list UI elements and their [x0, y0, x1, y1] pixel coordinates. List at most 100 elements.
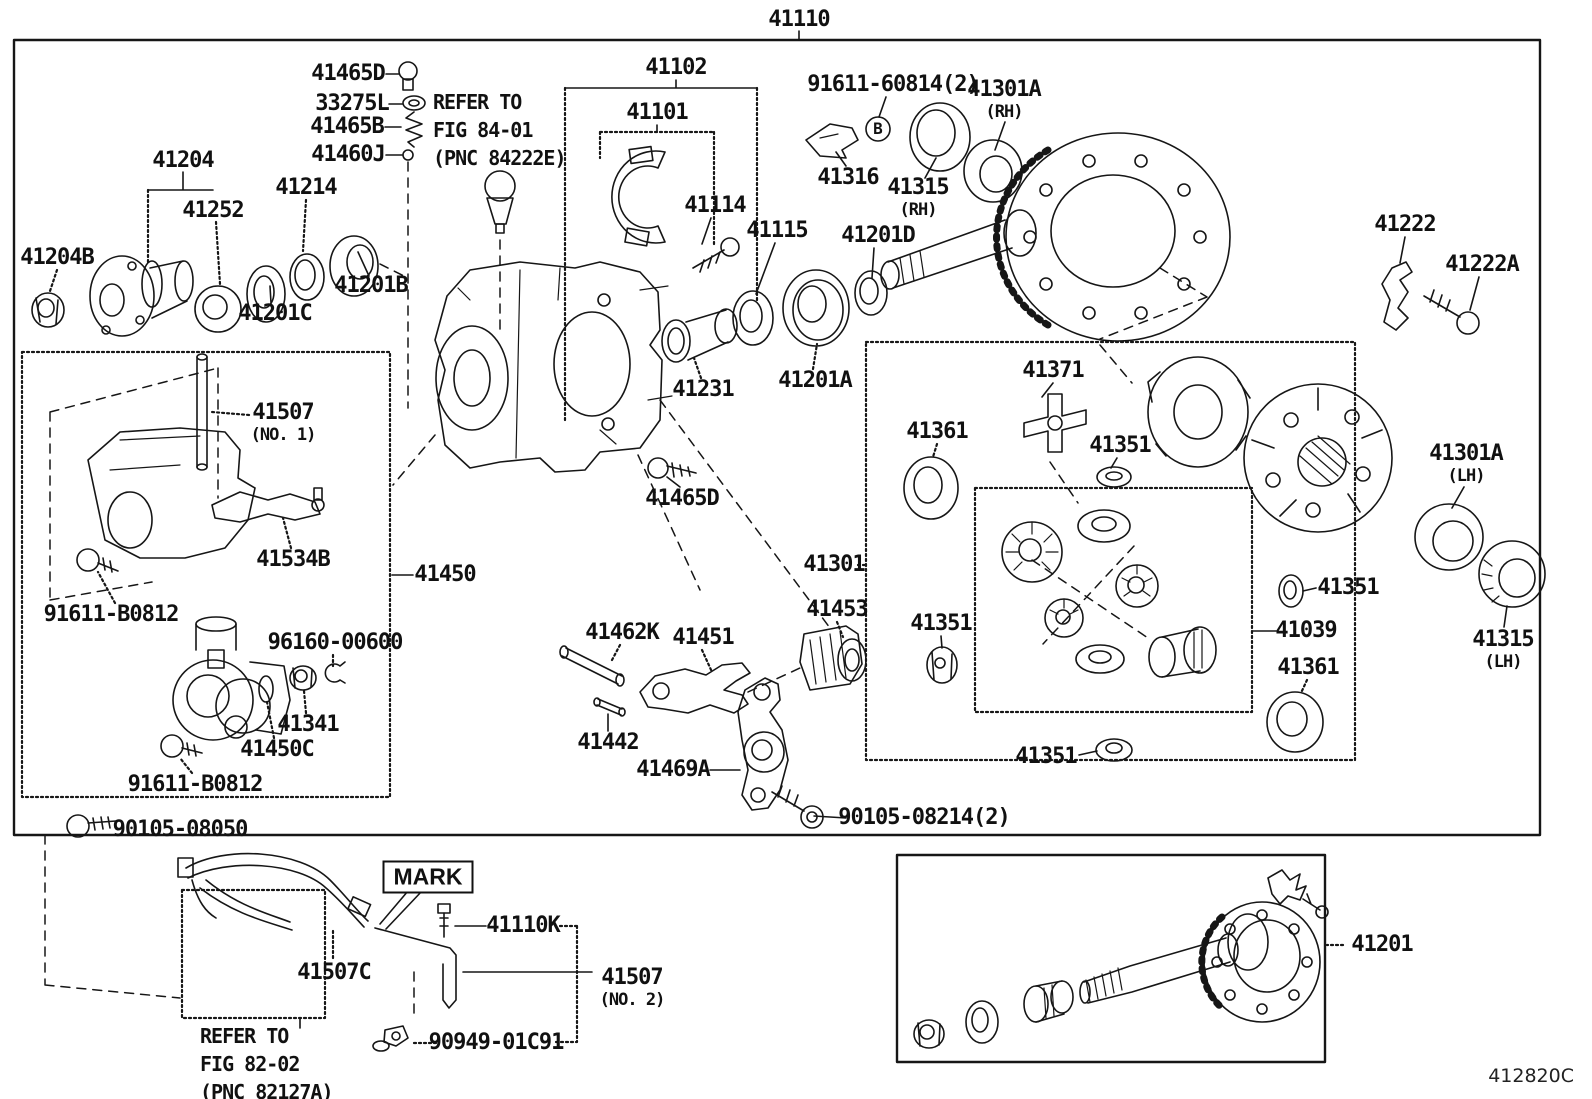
lock-nut-icon — [289, 665, 317, 691]
part-label-41039: 41039 — [1275, 618, 1337, 643]
side-bearing-lh-drawing — [1478, 540, 1546, 608]
actuator-cover-drawing — [87, 427, 256, 559]
thrust-washer-bottom-icon — [1095, 738, 1133, 762]
ball-icon — [402, 149, 414, 161]
part-label-41101: 41101 — [626, 100, 688, 125]
part-label-41507: 41507(NO. 1) — [250, 400, 317, 445]
construction-dashed-lines — [44, 161, 1208, 1017]
slinger-drawing — [289, 253, 325, 301]
actuator-bolt-upper-icon — [76, 548, 119, 573]
part-label-41315: 41315(LH) — [1472, 627, 1534, 672]
part-label-41301: 41301 — [803, 552, 865, 577]
washer-drawing — [854, 270, 888, 316]
wire-bracket-drawing — [1381, 261, 1413, 331]
part-label-41201a: 41201A — [778, 368, 852, 393]
sensor-84222e-drawing — [484, 170, 516, 234]
bracket-bolt-icon — [1423, 289, 1480, 335]
bolt-b-circle-icon — [865, 116, 891, 142]
lever-bolt-icon — [771, 785, 824, 829]
side-bearing-rh-drawing — [909, 102, 971, 172]
part-label-41453: 41453 — [806, 597, 868, 622]
housing-bolt-icon — [647, 457, 697, 479]
clutch-sleeve-drawing — [799, 625, 867, 691]
diff-case-sub-box — [864, 340, 1357, 762]
part-label-41371: 41371 — [1022, 358, 1084, 383]
pinion-kit-drawing — [913, 901, 1321, 1049]
part-label-41315: 41315(RH) — [887, 175, 949, 220]
oil-seal-drawing — [246, 265, 286, 323]
bushing-drawing — [661, 308, 738, 363]
drive-pinion-ring-gear-drawing — [880, 132, 1231, 342]
part-label-41222: 41222 — [1374, 212, 1436, 237]
part-label-41316: 41316 — [817, 165, 879, 190]
diff-lock-actuator-drawing — [172, 616, 291, 741]
part-label-b: B — [873, 119, 883, 138]
hose-box — [180, 888, 327, 1020]
part-label-41301a: 41301A(LH) — [1429, 441, 1503, 486]
rear-bearing-drawing — [782, 269, 850, 347]
part-label-41252: 41252 — [182, 198, 244, 223]
front-bearing-drawing — [194, 285, 242, 333]
part-label-41301a: 41301A(RH) — [967, 77, 1041, 122]
part-label-41115: 41115 — [746, 218, 808, 243]
part-label-41465d: 41465D — [311, 61, 385, 86]
shift-fork-drawing — [639, 662, 751, 714]
oil-seal-lh-drawing — [1414, 503, 1484, 571]
breather-tube-drawing — [374, 927, 457, 1009]
thrust-washer-right-icon — [1278, 574, 1304, 608]
part-label-41102: 41102 — [645, 55, 707, 80]
part-label-41460j: 41460J — [311, 142, 385, 167]
part-label-41351: 41351 — [1317, 575, 1379, 600]
part-label-41114: 41114 — [684, 193, 746, 218]
pinion-gear-set-drawing — [1001, 509, 1217, 678]
part-label-41214: 41214 — [275, 175, 337, 200]
spring-icon — [405, 111, 423, 148]
collar-drawing — [732, 290, 774, 346]
breather-plug-icon — [398, 61, 418, 91]
part-label-41451: 41451 — [672, 625, 734, 650]
bearing-cup-drawing — [329, 235, 379, 297]
companion-flange-drawing — [89, 255, 194, 337]
part-label-41462k: 41462K — [585, 620, 659, 645]
part-label-41351: 41351 — [1015, 744, 1077, 769]
thrust-washer-upper-icon — [1096, 466, 1132, 488]
pinion-kit-box — [895, 853, 1327, 1064]
reference-note: REFER TO FIG 82-02 (PNC 82127A) — [200, 1024, 333, 1099]
part-label-41201: 41201 — [1351, 932, 1413, 957]
part-label-41450: 41450 — [414, 562, 476, 587]
part-label-41450c: 41450C — [240, 737, 314, 762]
side-gear-washer-lower-drawing — [1266, 691, 1324, 753]
straight-pin-icon — [593, 697, 626, 717]
part-label-41442: 41442 — [577, 730, 639, 755]
breather-bracket-drawing — [805, 123, 859, 159]
diff-case-half-drawing — [1147, 356, 1251, 468]
part-label-41204: 41204 — [152, 148, 214, 173]
tube-clamp-icon — [372, 1025, 409, 1052]
leader-lines — [147, 30, 1508, 1029]
main-assembly-box — [12, 38, 1542, 837]
part-label-mark: MARK — [382, 860, 474, 894]
part-label-90105-08214-2-: 90105-08214(2) — [838, 805, 1010, 830]
part-label-41361: 41361 — [906, 419, 968, 444]
grommet-icon — [402, 95, 426, 111]
part-label-91611-b0812: 91611-B0812 — [43, 602, 180, 627]
part-label-90105-08050: 90105-08050 — [112, 817, 249, 842]
leader-lines-dotted — [48, 86, 1345, 1045]
part-label-41465b: 41465B — [310, 114, 384, 139]
part-label-41507c: 41507C — [297, 960, 371, 985]
drain-bolt-icon — [66, 814, 117, 838]
flange-nut-drawing — [31, 292, 65, 328]
part-label-96160-00600: 96160-00600 — [267, 630, 404, 655]
part-label-41534b: 41534B — [256, 547, 330, 572]
part-label-41361: 41361 — [1277, 655, 1339, 680]
reference-note: REFER TO FIG 84-01 (PNC 84222E) — [433, 90, 566, 170]
part-label-91611-60814-2-: 91611-60814(2) — [807, 72, 979, 97]
drawing-code: 412820C — [1488, 1065, 1574, 1087]
ring-gear-flange-drawing — [1243, 383, 1393, 533]
actuator-sub-box — [20, 350, 392, 799]
part-label-33275l: 33275L — [315, 91, 389, 116]
part-label-41222a: 41222A — [1445, 252, 1519, 277]
part-label-41204b: 41204B — [20, 245, 94, 270]
part-label-41341: 41341 — [277, 712, 339, 737]
